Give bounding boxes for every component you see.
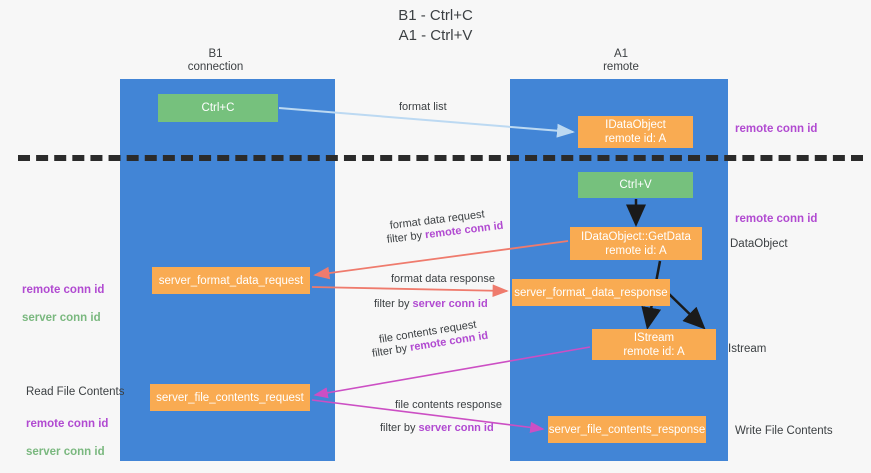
node-server-format-data-response[interactable]: server_format_data_response xyxy=(512,279,670,306)
annotation-remote-conn-id-top: remote conn id xyxy=(735,123,818,135)
dashed-divider xyxy=(18,155,863,161)
filter-key-server-conn-id: server conn id xyxy=(412,298,488,310)
annotation-data-object: DataObject xyxy=(730,238,788,250)
annotation-remote-conn-id-mid: remote conn id xyxy=(735,213,818,225)
filter-prefix: filter by xyxy=(380,422,419,434)
node-idataobject[interactable]: IDataObject remote id: A xyxy=(578,116,693,148)
node-istream[interactable]: IStream remote id: A xyxy=(592,329,716,360)
edge-label-format-data-response: format data response xyxy=(391,273,495,285)
lane-header-b1: B1 connection xyxy=(187,48,244,73)
lane-header-a1: A1 remote xyxy=(603,48,639,73)
edge-file-contents-response xyxy=(311,399,545,433)
node-server-file-contents-response[interactable]: server_file_contents_response xyxy=(548,416,706,443)
node-ctrl-v[interactable]: Ctrl+V xyxy=(578,172,693,198)
annotation-write-file-contents: Write File Contents xyxy=(735,425,833,437)
node-ctrl-c[interactable]: Ctrl+C xyxy=(158,94,278,122)
filter-key-server-conn-id: server conn id xyxy=(418,422,494,434)
annotation-left-server-conn-id: server conn id xyxy=(22,312,101,324)
annotation-left-conn-ids-2: remote conn id server conn id xyxy=(26,403,108,473)
edge-label-file-contents-response: file contents response xyxy=(395,399,503,411)
edge-response-to-istream xyxy=(667,292,706,330)
annotation-left-server-conn-id-2: server conn id xyxy=(26,446,105,458)
annotation-left-conn-ids: remote conn id server conn id xyxy=(22,269,104,339)
node-server-format-data-request[interactable]: server_format_data_request xyxy=(152,267,310,294)
edge-label-file-contents-response-filter: filter by server conn id xyxy=(380,421,494,435)
node-idataobject-getdata[interactable]: IDataObject::GetData remote id: A xyxy=(570,227,702,260)
page-title: B1 - Ctrl+C A1 - Ctrl+V xyxy=(398,7,473,44)
annotation-istream: Istream xyxy=(728,343,767,355)
edge-label-format-data-response-filter: filter by server conn id xyxy=(374,297,488,311)
annotation-left-remote-conn-id: remote conn id xyxy=(22,284,105,296)
edge-file-contents-request xyxy=(313,346,591,399)
annotation-read-file-contents: Read File Contents xyxy=(26,386,125,398)
edge-format-data-response xyxy=(311,284,509,298)
edge-label-format-list: format list xyxy=(399,101,447,113)
node-server-file-contents-request[interactable]: server_file_contents_request xyxy=(150,384,310,411)
edge-format-list xyxy=(278,107,575,138)
annotation-left-remote-conn-id-2: remote conn id xyxy=(26,418,109,430)
edge-format-data-request xyxy=(313,240,569,280)
filter-prefix: filter by xyxy=(374,298,413,310)
